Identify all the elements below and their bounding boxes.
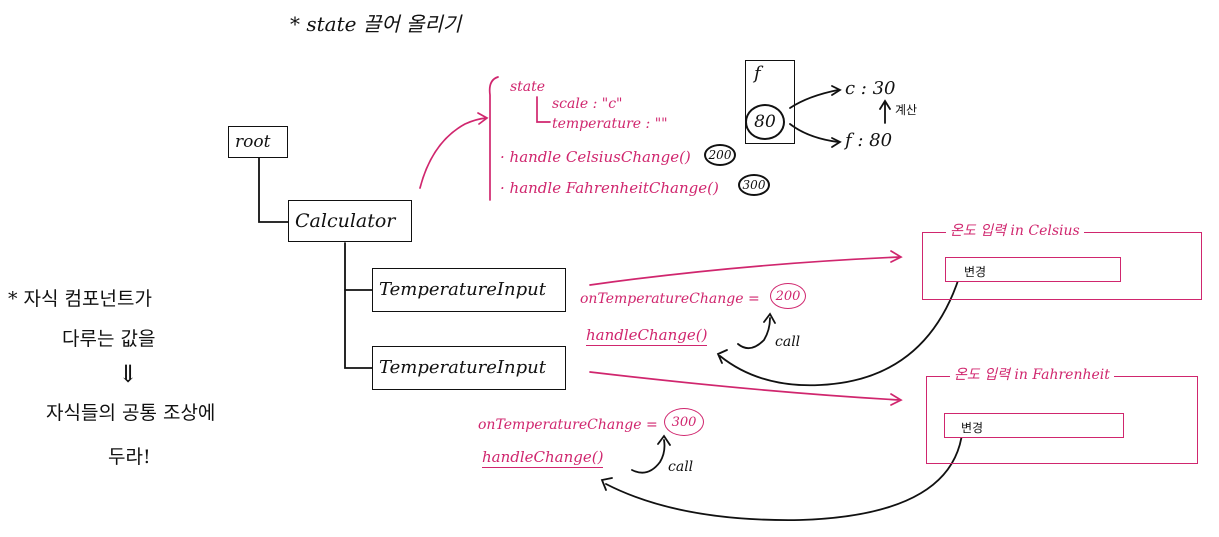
- temperature-input-node-2: TemperatureInput: [372, 346, 566, 390]
- arrow-input-1-ui: [589, 250, 903, 286]
- prop-badge-200: 200: [770, 283, 806, 309]
- fahrenheit-input-value: 변경: [961, 421, 984, 435]
- state-temperature: temperature : "": [552, 116, 668, 132]
- prop-on-temperature-change-2: onTemperatureChange =: [478, 417, 658, 433]
- side-note-line-1: * 자식 컴포넌트가: [8, 288, 152, 310]
- celsius-input[interactable]: 변경: [945, 257, 1121, 282]
- method-handle-fahrenheit-change: · handle FahrenheitChange(): [500, 179, 719, 197]
- call-arrow-1: [737, 312, 776, 350]
- recalc-up-arrow: [879, 99, 891, 124]
- prop-on-temperature-change-1: onTemperatureChange =: [580, 291, 760, 307]
- temperature-input-label-1: TemperatureInput: [379, 279, 546, 300]
- method-handle-celsius-change: · handle CelsiusChange(): [500, 148, 691, 166]
- fahrenheit-legend: 온도 입력 in Fahrenheit: [950, 368, 1114, 382]
- state-scale: scale : "c": [552, 96, 623, 112]
- method-badge-300: 300: [738, 174, 770, 196]
- temperature-input-label-2: TemperatureInput: [379, 357, 546, 378]
- connector-calc-box-c: [789, 89, 839, 109]
- method-badge-200: 200: [704, 144, 736, 166]
- connector-calc-box-f: [789, 123, 839, 143]
- fahrenheit-input[interactable]: 변경: [944, 413, 1124, 438]
- callback-curve-celsius: [716, 267, 963, 387]
- celsius-input-value: 변경: [964, 265, 987, 279]
- recalc-note: 계산: [895, 103, 918, 117]
- call-label-2: call: [668, 459, 694, 475]
- computed-value-box: f: [745, 60, 795, 144]
- arrow-calculator-state: [419, 112, 489, 189]
- connector-root-calculator: [258, 157, 289, 223]
- computed-value-circle: 80: [745, 104, 785, 140]
- state-scale-bracket: [536, 96, 551, 123]
- call-label-1: call: [775, 334, 801, 350]
- callback-curve-fahrenheit: [600, 422, 964, 521]
- state-label: state: [510, 79, 546, 95]
- handle-change-2: handleChange(): [482, 448, 604, 468]
- page-title: * state 끌어 올리기: [290, 12, 462, 36]
- temperature-input-node-1: TemperatureInput: [372, 268, 566, 312]
- celsius-legend: 온도 입력 in Celsius: [946, 224, 1084, 238]
- state-brace: [488, 76, 499, 201]
- connector-calculator-inputs: [344, 242, 373, 369]
- side-note-arrow: ⇓: [118, 360, 139, 388]
- calculator-label: Calculator: [295, 210, 396, 232]
- side-note-line-2: 다루는 값을: [62, 328, 156, 350]
- root-node: root: [228, 126, 288, 158]
- calculator-node: Calculator: [288, 200, 412, 242]
- computed-box-label: f: [754, 63, 761, 84]
- handle-change-1: handleChange(): [586, 326, 708, 346]
- prop-badge-300: 300: [664, 408, 704, 436]
- side-note-line-3: 자식들의 공통 조상에: [46, 402, 216, 424]
- output-celsius: c : 30: [845, 78, 896, 99]
- arrow-input-2-ui: [589, 371, 903, 406]
- root-label: root: [235, 132, 271, 152]
- output-fahrenheit: f : 80: [845, 130, 893, 151]
- side-note-line-4: 두라!: [108, 446, 151, 468]
- call-arrow-2: [631, 434, 671, 474]
